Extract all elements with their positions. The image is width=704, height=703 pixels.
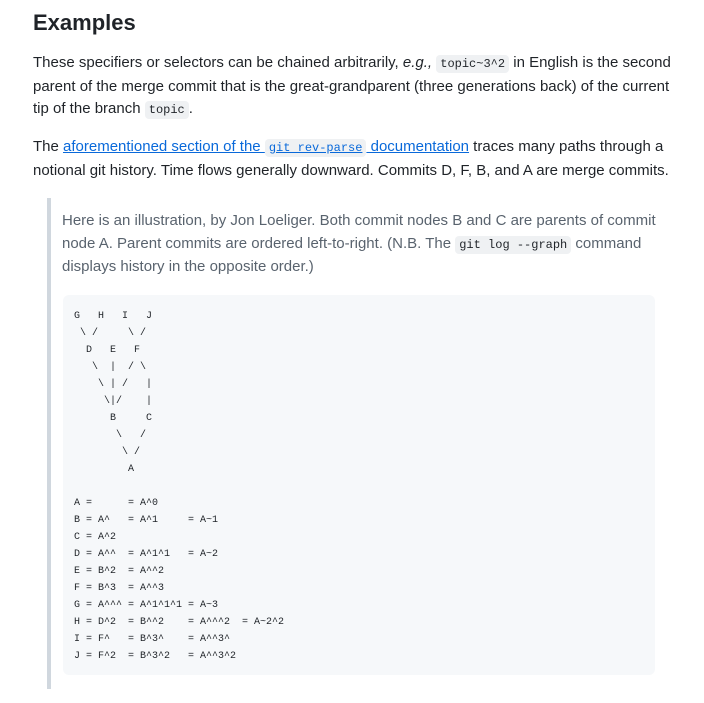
para2-text-after: traces many paths through a notional git… <box>33 138 669 179</box>
link-text-2: documentation <box>366 138 470 155</box>
inline-code-topic: topic <box>144 101 189 119</box>
intro-paragraph: These specifiers or selectors can be cha… <box>33 52 683 122</box>
link-inline-code: git rev-parse <box>264 139 367 157</box>
inline-code-topic-expr: topic~3^2 <box>436 55 510 73</box>
section-heading: Examples <box>33 10 136 35</box>
link-text-1: aforementioned section of the <box>63 138 265 155</box>
rev-parse-paragraph: The aforementioned section of the git re… <box>33 136 683 182</box>
quote-text-before: Here is an illustration, by Jon Loeliger… <box>62 212 656 252</box>
para2-text-before: The <box>33 138 64 155</box>
para1-text-end: . <box>188 100 193 117</box>
para1-text-middle: in English is the second parent of the m… <box>33 54 671 117</box>
para1-eg: e.g., <box>402 54 433 71</box>
blockquote-bar <box>47 198 51 689</box>
blockquote-text: Here is an illustration, by Jon Loeliger… <box>62 210 672 279</box>
commit-graph-code-block: G H I J \ / \ / D E F \ | / \ \ | / | \|… <box>63 295 655 675</box>
para1-text-before: These specifiers or selectors can be cha… <box>33 54 403 71</box>
inline-code-git-log-graph: git log --graph <box>455 235 572 254</box>
rev-parse-doc-link[interactable]: aforementioned section of the git rev-pa… <box>63 138 470 157</box>
quote-text-after: command displays history in the opposite… <box>62 234 642 276</box>
